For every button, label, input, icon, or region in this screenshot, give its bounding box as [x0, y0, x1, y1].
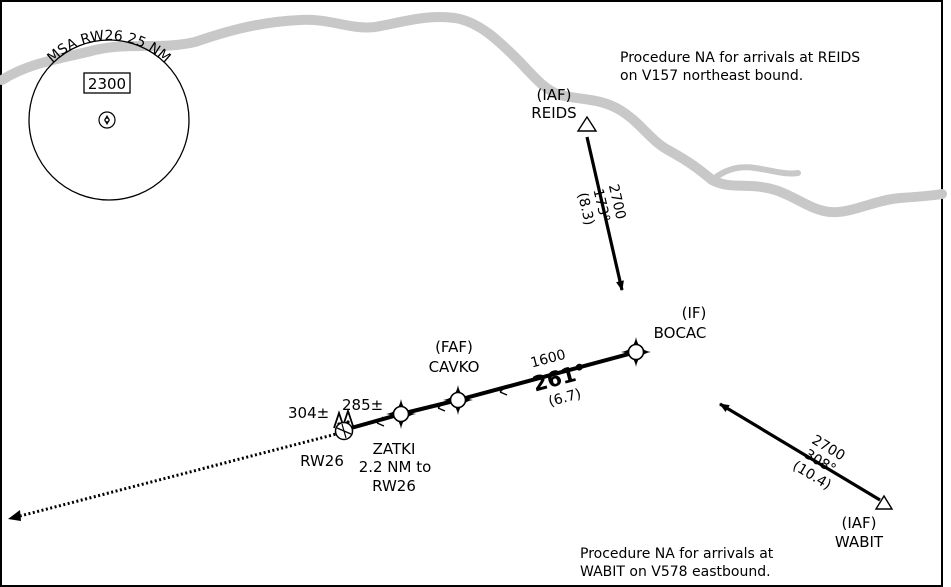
- reids-note-line1: Procedure NA for arrivals at REIDS: [620, 50, 860, 66]
- obstacle-285-label: 285±: [342, 396, 383, 414]
- bocac-fix: (IF) BOCAC: [620, 304, 707, 368]
- wabit-name: WABIT: [835, 533, 884, 551]
- wabit-leg: [719, 402, 881, 502]
- cavko-fix-icon: [442, 384, 474, 416]
- msa-circle-group: MSA RW26 25 NM 2300: [28, 28, 190, 201]
- wabit-note-line2: WABIT on V578 eastbound.: [580, 564, 771, 580]
- obstacle-icon-2: [342, 408, 354, 427]
- shoreline-inlet: [709, 164, 801, 183]
- reids-triangle-icon: [576, 115, 598, 132]
- final-approach-course-segment: [400, 398, 459, 416]
- wabit-leg-labels: 2700 308° (10.4): [790, 432, 848, 493]
- missed-approach-arrow-icon: [8, 510, 21, 521]
- bocac-name: BOCAC: [654, 324, 707, 342]
- cavko-fix: (FAF) CAVKO: [429, 338, 480, 416]
- msa-altitude: 2300: [88, 75, 126, 93]
- reids-leg-distance: (8.3): [574, 191, 597, 227]
- reids-role: (IAF): [536, 86, 571, 104]
- wabit-fix: (IAF) WABIT: [835, 494, 894, 551]
- msa-circle: [28, 39, 190, 201]
- runway-label: RW26: [300, 452, 344, 470]
- runway-icon: [334, 421, 354, 441]
- reids-leg-labels: 2700 173° (8.3): [574, 183, 629, 227]
- shoreline: [0, 12, 947, 218]
- reids-name: REIDS: [531, 104, 576, 122]
- wabit-triangle-icon: [874, 494, 894, 510]
- bocac-fix-icon: [620, 336, 652, 368]
- obstacles: 304± 285±: [288, 396, 383, 429]
- final-approach-course-to-runway: [343, 412, 402, 432]
- reids-note-line2: on V157 northeast bound.: [620, 68, 803, 84]
- obstacle-304-label: 304±: [288, 404, 329, 422]
- reids-leg: [585, 136, 624, 291]
- cavko-name: CAVKO: [429, 358, 480, 376]
- wabit-note-line1: Procedure NA for arrivals at: [580, 546, 774, 562]
- zatki-fix: ZATKI 2.2 NM to RW26: [359, 398, 432, 495]
- wabit-role: (IAF): [841, 514, 876, 532]
- zatki-distance-line2: RW26: [372, 477, 416, 495]
- bocac-role: (IF): [682, 304, 707, 322]
- reids-fix: (IAF) REIDS: [531, 86, 598, 132]
- missed-approach-path: [19, 430, 345, 518]
- final-course-chevrons: [376, 385, 508, 427]
- zatki-name: ZATKI: [373, 440, 416, 458]
- zatki-fix-icon: [385, 398, 417, 430]
- final-leg-labels: 1600 261° (6.7): [529, 347, 589, 410]
- cavko-role: (FAF): [435, 338, 473, 356]
- final-approach-course: [457, 350, 637, 402]
- reids-leg-altitude: 2700: [605, 183, 629, 221]
- vortac-icon: [98, 111, 116, 129]
- reids-leg-course: 173°: [589, 187, 612, 223]
- msa-altitude-box: [83, 72, 131, 94]
- zatki-distance-line1: 2.2 NM to: [359, 458, 432, 476]
